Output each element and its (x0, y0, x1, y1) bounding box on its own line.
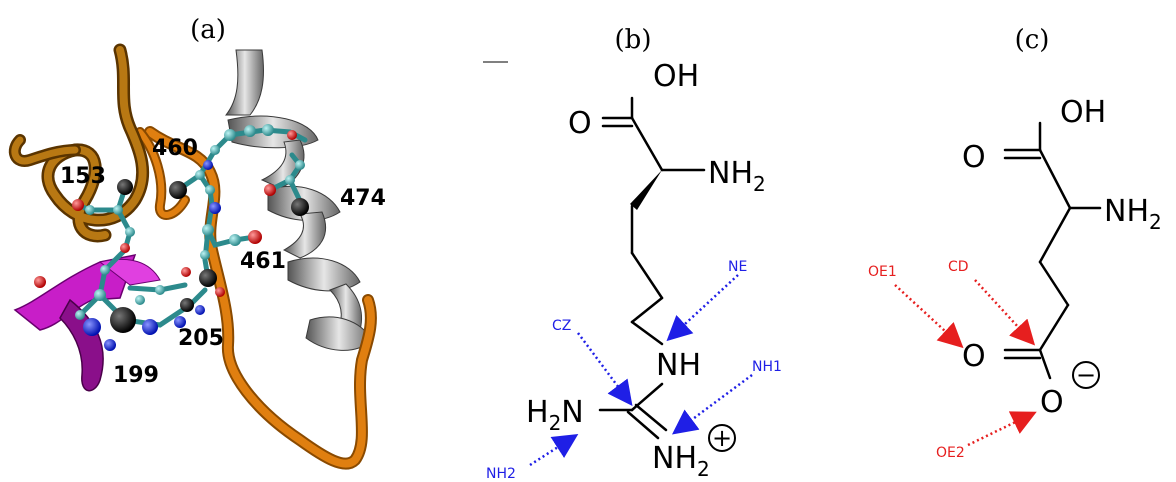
glutamate-bonds (1003, 121, 1102, 380)
residue-460-label: 460 (152, 136, 198, 161)
arg-oh: OH (653, 59, 699, 94)
gold-ribbon (8, 43, 150, 243)
arg-nh2-terminal: NH2 (652, 441, 710, 481)
arg-charge-circle (708, 424, 736, 452)
arginine-labels: OH O NH2 NH H2N NH2 + (526, 59, 766, 481)
residue-474-label: 474 (340, 186, 386, 211)
arg-h2n: H2N (526, 395, 584, 435)
atom-ne-label: NE (728, 259, 747, 275)
residue-199-label: 199 (113, 363, 159, 388)
arg-charge: + (712, 424, 732, 452)
atom-cd-label: CD (948, 259, 969, 275)
glu-oh: OH (1060, 95, 1106, 130)
atom-oe2-label: OE2 (936, 445, 965, 461)
residue-153-label: 153 (60, 164, 106, 189)
orange-loop (135, 126, 377, 470)
wedge-bond (630, 170, 662, 210)
glu-charge: − (1076, 361, 1096, 389)
arg-nh: NH (656, 348, 701, 383)
atom-oe1-label: OE1 (868, 264, 897, 280)
glutamate-atom-arrows (894, 279, 1037, 447)
glu-carbonyl-o: O (962, 140, 986, 175)
glu-charge-circle (1072, 361, 1100, 389)
panel-a-label: (a) (190, 15, 226, 45)
glu-carboxylate-o1: O (962, 339, 986, 374)
panel-c-label: (c) (1015, 25, 1050, 55)
glu-nh2: NH2 (1104, 194, 1162, 234)
residue-461-label: 461 (240, 249, 286, 274)
panel-b-label: (b) (615, 25, 652, 55)
residue-205-label: 205 (178, 326, 224, 351)
glu-carboxylate-o2: O (1040, 385, 1064, 420)
glutamate-labels: OH O NH2 O O − (962, 95, 1162, 420)
arginine-bonds (598, 96, 706, 440)
atoms (34, 124, 309, 351)
protein-render (8, 43, 377, 470)
arg-carbonyl-o: O (568, 106, 592, 141)
panel-b: (b) OH O NH2 NH H2N NH2 + (483, 25, 782, 482)
atom-nh2-label: NH2 (486, 466, 516, 482)
atom-cz-label: CZ (552, 318, 571, 334)
panel-a: (a) (8, 15, 386, 470)
arginine-atom-arrows (529, 274, 753, 467)
arg-nh2-alpha: NH2 (708, 156, 766, 196)
atom-nh1-label: NH1 (752, 359, 782, 375)
panel-c: (c) OH O NH2 O O − OE1 (868, 25, 1162, 461)
grey-helix (224, 49, 373, 351)
